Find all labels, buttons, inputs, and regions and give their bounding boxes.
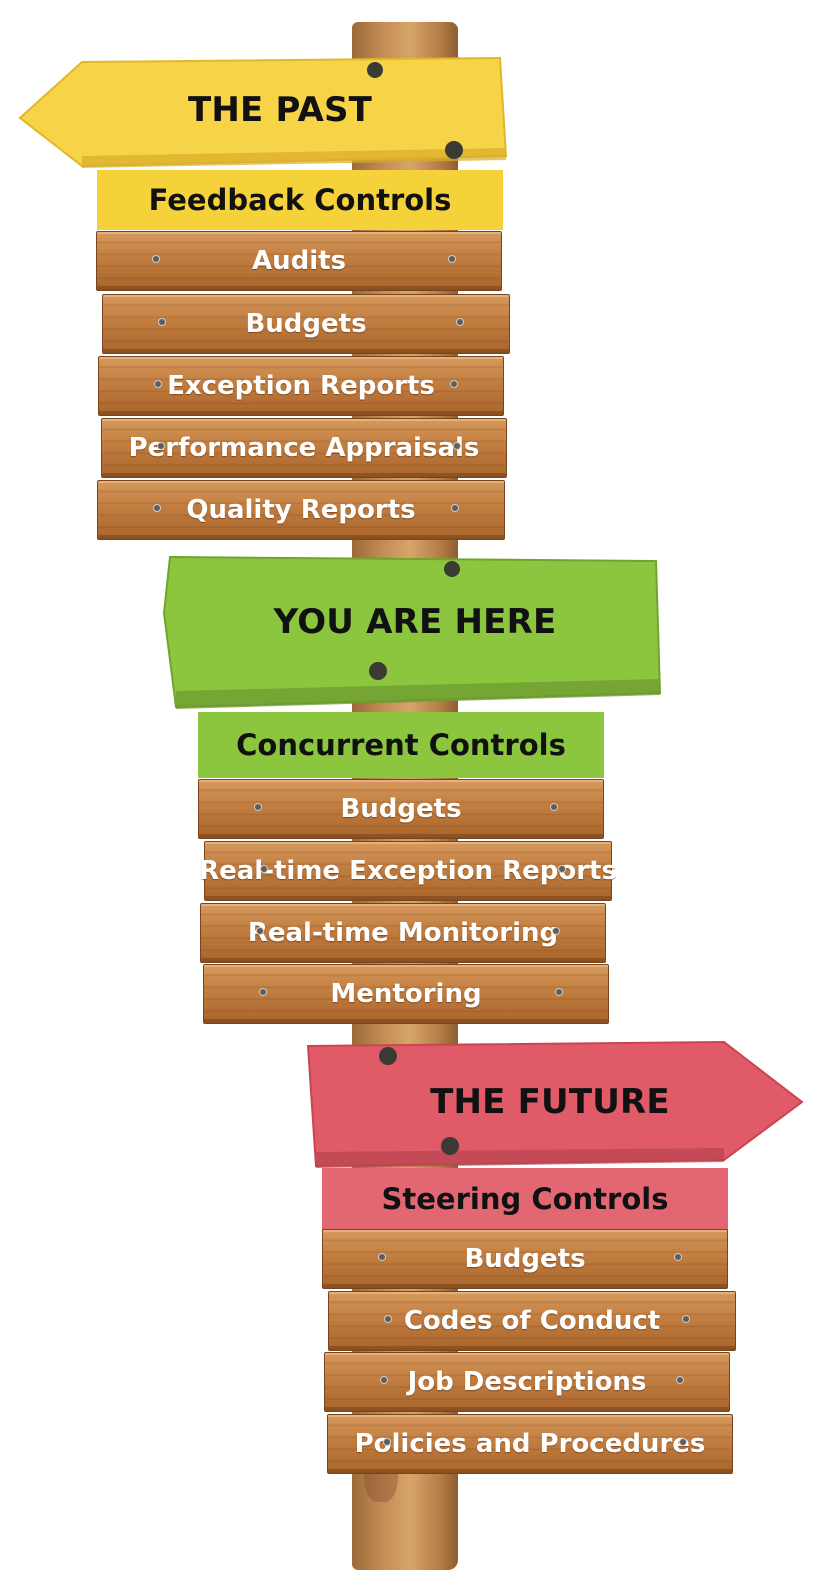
plank-codes-of-conduct: Codes of Conduct: [328, 1291, 736, 1351]
nail-icon: [556, 989, 562, 995]
nail-icon: [154, 505, 160, 511]
nail-icon: [559, 866, 565, 872]
past-sign-title: THE PAST: [187, 90, 373, 130]
plank-budgets: Budgets: [102, 294, 510, 354]
plank-label: Budgets: [340, 794, 462, 824]
plank-label: Real-time Monitoring: [247, 918, 559, 948]
nail-icon: [683, 1316, 689, 1322]
nail-icon: [260, 989, 266, 995]
nail-icon: [381, 1377, 387, 1383]
plank-realtime-exception-reports: Real-time Exception Reports: [199, 841, 617, 901]
future-sign-title: THE FUTURE: [430, 1082, 670, 1122]
plank-performance-appraisals: Performance Appraisals: [101, 418, 507, 478]
past-arrow-sign: [18, 56, 508, 168]
plank-budgets: Budgets: [322, 1229, 728, 1289]
plank-label: Codes of Conduct: [403, 1306, 661, 1336]
present-sign-title: YOU ARE HERE: [273, 602, 557, 642]
nail-icon: [261, 866, 267, 872]
plank-mentoring: Mentoring: [203, 964, 609, 1024]
nail-icon: [158, 443, 164, 449]
plank-audits: Audits: [96, 231, 502, 291]
nail-icon: [457, 319, 463, 325]
nail-icon: [379, 1254, 385, 1260]
plank-label: Budgets: [464, 1244, 586, 1274]
plank-label: Audits: [251, 246, 347, 276]
nail-icon: [454, 443, 460, 449]
steering-controls-band: Steering Controls: [322, 1168, 728, 1230]
nail-icon: [153, 256, 159, 262]
plank-label: Quality Reports: [186, 495, 416, 525]
plank-label: Job Descriptions: [407, 1367, 647, 1397]
nail-icon: [451, 381, 457, 387]
plank-realtime-monitoring: Real-time Monitoring: [200, 903, 606, 963]
nail-icon: [452, 505, 458, 511]
plank-exception-reports: Exception Reports: [98, 356, 504, 416]
plank-label: Mentoring: [330, 979, 482, 1009]
plank-budgets: Budgets: [198, 779, 604, 839]
nail-icon: [551, 804, 557, 810]
plank-quality-reports: Quality Reports: [97, 480, 505, 540]
nail-icon: [384, 1439, 390, 1445]
nail-icon: [385, 1316, 391, 1322]
nail-icon: [255, 804, 261, 810]
plank-policies-and-procedures: Policies and Procedures: [327, 1414, 733, 1474]
plank-label: Policies and Procedures: [354, 1429, 706, 1459]
plank-job-descriptions: Job Descriptions: [324, 1352, 730, 1412]
plank-label: Exception Reports: [167, 371, 435, 401]
nail-icon: [675, 1254, 681, 1260]
feedback-controls-band: Feedback Controls: [97, 170, 503, 230]
nail-icon: [553, 928, 559, 934]
plank-label: Budgets: [245, 309, 367, 339]
nail-icon: [680, 1439, 686, 1445]
nail-icon: [257, 928, 263, 934]
plank-label: Real-time Exception Reports: [199, 856, 617, 886]
nail-icon: [155, 381, 161, 387]
nail-icon: [159, 319, 165, 325]
plank-label: Performance Appraisals: [128, 433, 480, 463]
nail-icon: [449, 256, 455, 262]
concurrent-controls-band: Concurrent Controls: [198, 712, 604, 778]
present-sign: [162, 555, 662, 709]
future-arrow-sign: [306, 1040, 804, 1168]
nail-icon: [677, 1377, 683, 1383]
